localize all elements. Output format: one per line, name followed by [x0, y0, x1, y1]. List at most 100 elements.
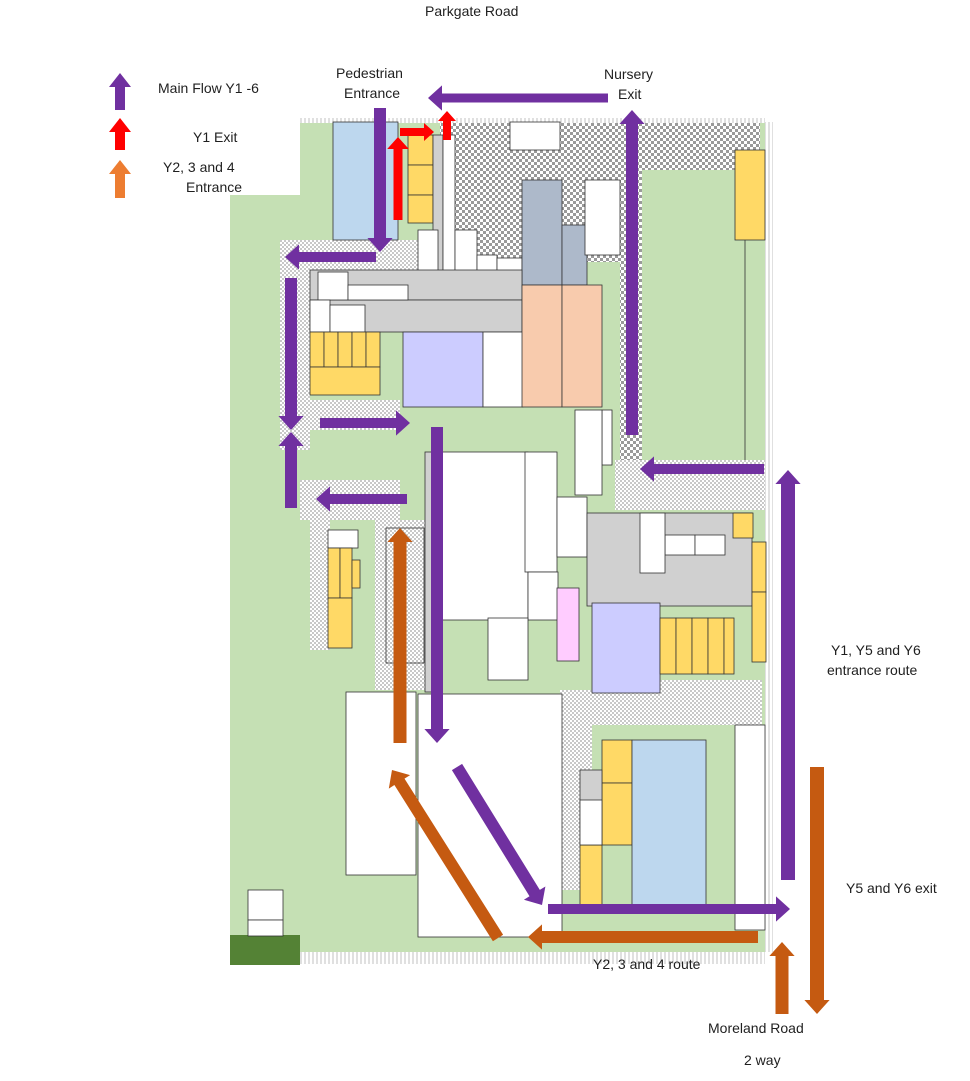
- classroom: [601, 739, 633, 784]
- playground: [310, 520, 330, 650]
- main-flow-arrow: [428, 85, 608, 111]
- buildings: [247, 121, 767, 938]
- hall-block: [439, 451, 529, 621]
- dining-block: [521, 284, 563, 408]
- fence: [300, 952, 765, 964]
- room: [329, 304, 366, 333]
- room: [664, 534, 696, 556]
- classroom: [707, 617, 725, 675]
- y1-exit-arrow: [400, 123, 434, 141]
- nursery-exit-label: Exit: [618, 86, 641, 102]
- y234-entrance-arrow: [769, 942, 795, 1014]
- corridor: [586, 512, 753, 607]
- y156-entrance-label: entrance route: [827, 662, 917, 678]
- arrow-up-icon: [109, 160, 131, 198]
- classroom: [365, 331, 381, 368]
- classroom: [351, 559, 361, 589]
- classroom: [323, 331, 339, 368]
- arrow-up-icon: [109, 118, 131, 150]
- legend-item-main-flow: Main Flow Y1 -6: [109, 73, 259, 110]
- room: [327, 529, 359, 549]
- classroom: [691, 617, 709, 675]
- classroom: [407, 194, 434, 224]
- main-flow-arrow: [278, 432, 304, 508]
- classroom: [327, 547, 341, 599]
- classroom: [407, 164, 434, 196]
- legend-item-y1-exit: Y1 Exit: [109, 118, 237, 150]
- main-flow-arrow: [548, 896, 790, 922]
- main-flow-arrow: [640, 456, 764, 482]
- y234-entrance-arrow: [387, 528, 413, 743]
- y234-route-label: Y2, 3 and 4 route: [593, 956, 701, 972]
- room: [527, 571, 559, 621]
- classroom: [579, 844, 603, 906]
- classroom: [723, 617, 735, 675]
- room: [639, 512, 666, 574]
- main-flow-arrow: [367, 108, 393, 252]
- classroom: [339, 547, 353, 599]
- main-flow-arrow: [320, 410, 410, 436]
- room: [556, 496, 588, 558]
- classroom: [751, 591, 767, 663]
- legend-label: Main Flow Y1 -6: [158, 80, 259, 96]
- y56-exit-label: Y5 and Y6 exit: [846, 880, 937, 896]
- classroom: [734, 149, 766, 241]
- room: [309, 299, 331, 333]
- room: [347, 284, 409, 301]
- classroom: [732, 512, 754, 539]
- road-name-bottom: Moreland Road: [708, 1020, 804, 1036]
- room: [694, 534, 726, 556]
- legend-item-y234-entrance: Y2, 3 and 4 Entrance: [109, 159, 242, 198]
- room: [601, 409, 613, 466]
- road-name-top: Parkgate Road: [425, 3, 518, 19]
- classroom: [407, 134, 434, 166]
- legend-label: Entrance: [186, 179, 242, 195]
- y56-exit-arrow: [804, 767, 830, 1014]
- main-flow-arrow: [451, 763, 546, 905]
- classroom: [327, 597, 353, 649]
- pedestrian-entrance-label: Entrance: [344, 85, 400, 101]
- classroom: [309, 366, 381, 396]
- room: [579, 799, 603, 846]
- main-flow-arrow: [285, 244, 376, 270]
- main-flow-arrow: [316, 486, 407, 512]
- storage: [247, 889, 284, 921]
- room: [574, 409, 603, 496]
- office-block: [561, 224, 588, 286]
- legend: Main Flow Y1 -6 Y1 Exit Y2, 3 and 4 Entr…: [109, 73, 259, 198]
- dining-block: [561, 284, 603, 408]
- pedestrian-entrance-label: Pedestrian: [336, 65, 403, 81]
- main-flow-arrow: [424, 427, 450, 743]
- classroom: [675, 617, 693, 675]
- office-block: [521, 179, 563, 286]
- classroom: [601, 782, 633, 846]
- storage: [247, 919, 284, 937]
- outbuilding: [734, 724, 766, 931]
- room: [524, 451, 558, 573]
- hall: [591, 602, 661, 694]
- classroom: [337, 331, 353, 368]
- legend-label: Y1 Exit: [193, 129, 237, 145]
- classroom: [751, 541, 767, 593]
- main-flow-arrow: [775, 470, 801, 880]
- hall: [402, 331, 484, 408]
- room: [509, 121, 561, 151]
- fence: [300, 118, 765, 123]
- y1-exit-arrow: [387, 137, 409, 220]
- y1-exit-arrow: [438, 111, 456, 140]
- classroom: [309, 331, 325, 368]
- room: [487, 617, 529, 681]
- classroom: [659, 617, 677, 675]
- room: [584, 179, 621, 256]
- flow-arrows: [278, 85, 830, 1014]
- nursery-exit-label: Nursery: [604, 66, 653, 82]
- main-flow-arrow: [278, 278, 304, 430]
- legend-label: Y2, 3 and 4: [163, 159, 235, 175]
- dark-grass-area: [230, 935, 300, 965]
- y234-route-arrow: [528, 924, 758, 950]
- room: [317, 271, 349, 301]
- pool: [631, 739, 707, 906]
- pool-block: [332, 121, 399, 241]
- y156-entrance-label: Y1, Y5 and Y6: [831, 642, 921, 658]
